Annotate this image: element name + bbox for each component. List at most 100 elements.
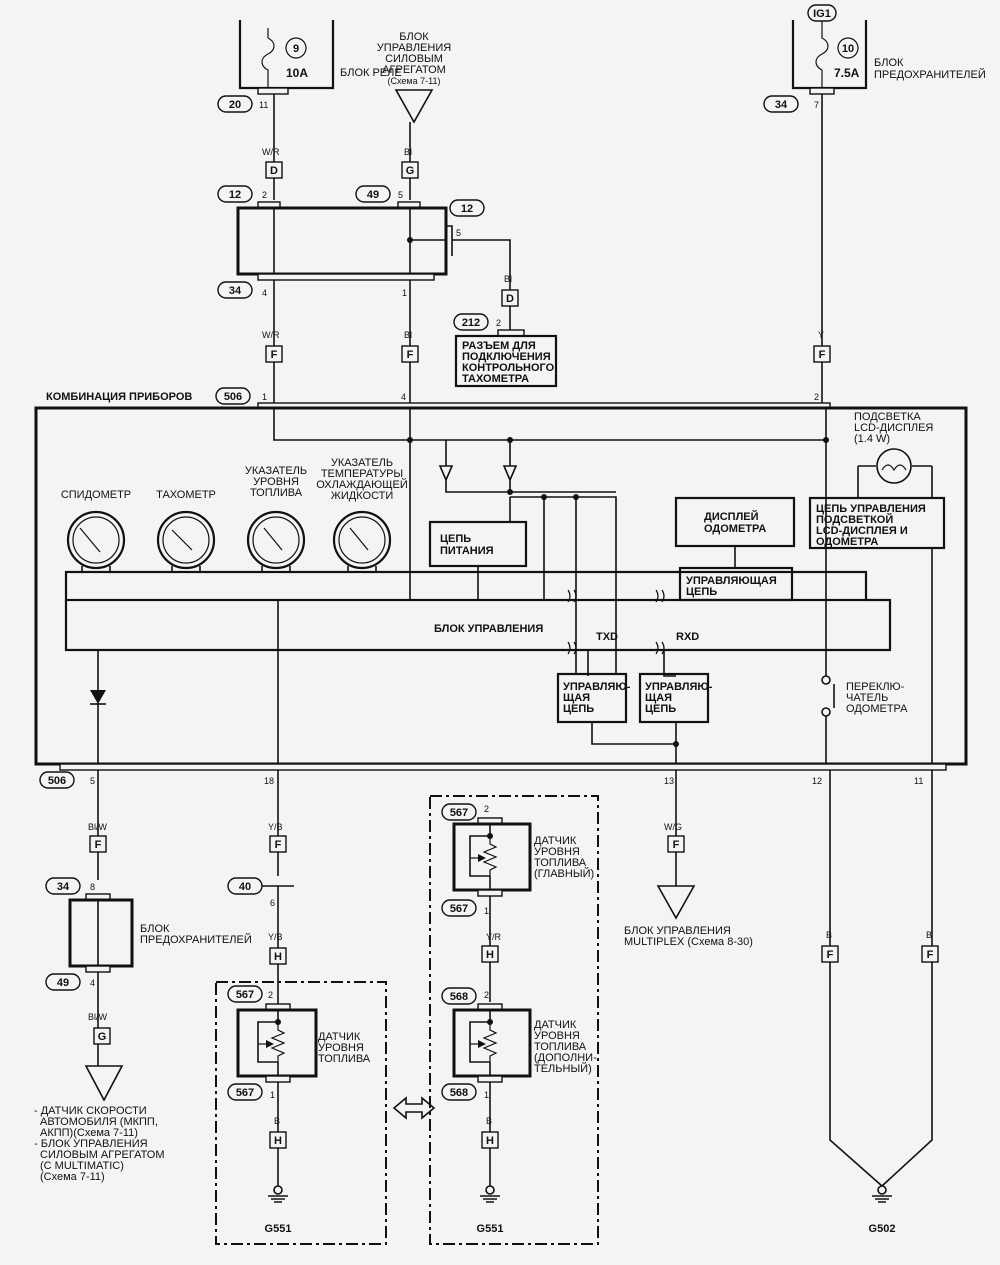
connector-number: 20 (229, 99, 241, 111)
connector-number: 567 (450, 807, 468, 819)
connector-number: 506 (224, 391, 242, 403)
pin-number: 2 (484, 804, 489, 814)
ground-label: G551 (477, 1223, 504, 1235)
pin-number: 4 (401, 392, 406, 402)
pin-number: 4 (90, 978, 95, 988)
connector-letter: F (275, 839, 282, 851)
ground-label: G551 (265, 1223, 292, 1235)
connector-number: 506 (48, 775, 66, 787)
gauge-tachometer: ТАХОМЕТР (156, 489, 216, 572)
wire-color: B (486, 1116, 492, 1126)
pin-number: 2 (814, 392, 819, 402)
connector-letter: H (486, 1135, 494, 1147)
pin-number: 1 (484, 1090, 489, 1100)
connector-letter: F (827, 949, 834, 961)
wire-color: B (826, 930, 832, 940)
wire-color: Bl (404, 147, 412, 157)
connector-number: 49 (367, 189, 379, 201)
connector-letter: F (673, 839, 680, 851)
gauge-label: ТАХОМЕТР (156, 489, 216, 501)
connector-letter: F (927, 949, 934, 961)
pin-number: 2 (484, 990, 489, 1000)
connector-number: 212 (462, 317, 480, 329)
connector-number: 567 (450, 903, 468, 915)
connector-letter: D (270, 165, 278, 177)
connector-letter: D (506, 293, 514, 305)
relay-box-label: БЛОК РЕЛЕ (340, 67, 402, 79)
fuse-rating: 7.5A (834, 66, 860, 80)
vss-reference-triangle (84, 1065, 124, 1102)
connector-letter: F (271, 349, 278, 361)
ground-icon (273, 1185, 283, 1195)
vss-note: - ДАТЧИК СКОРОСТИ АВТОМОБИЛЯ (МКПП, АКПП… (34, 1105, 168, 1183)
alternative-arrow-icon (392, 1096, 436, 1120)
pin-number: 5 (398, 190, 403, 200)
pin-number: 5 (90, 776, 95, 786)
pin-number: 5 (456, 228, 461, 238)
connector-letter: F (407, 349, 414, 361)
connector-number: 12 (461, 203, 473, 215)
wire-color: Y/R (486, 932, 502, 942)
pin-number: 12 (812, 776, 822, 786)
rxd-label: RXD (676, 631, 699, 643)
wire-color: Y/B (268, 822, 283, 832)
pin-number: 1 (262, 392, 267, 402)
connector-badge (217, 95, 253, 113)
pin-number: 4 (262, 288, 267, 298)
connector-letter: G (98, 1031, 107, 1043)
relay-box-fuse: 9 10A БЛОК РЕЛЕ 20 11 (217, 20, 402, 113)
pin-number: 2 (496, 318, 501, 328)
control-unit-bar: БЛОК УПРАВЛЕНИЯ (64, 440, 892, 655)
instrument-cluster: КОМБИНАЦИЯ ПРИБОРОВ 506 1 4 2 СПИДОМЕТР (34, 387, 968, 789)
ig1-label: IG1 (813, 8, 831, 20)
connector-letter: F (95, 839, 102, 851)
pin-number: 6 (270, 898, 275, 908)
wire-color: Bl (504, 274, 512, 284)
wire-color: B (926, 930, 932, 940)
connector-number: 34 (57, 881, 70, 893)
connector-number: 568 (450, 1087, 468, 1099)
pin-number: 1 (402, 288, 407, 298)
cluster-title: КОМБИНАЦИЯ ПРИБОРОВ (46, 391, 192, 403)
wire-color: Bl (404, 330, 412, 340)
connector-letter: H (486, 949, 494, 961)
txd-label: TXD (596, 631, 618, 643)
connector-number: 40 (239, 881, 251, 893)
connector-number: 568 (450, 991, 468, 1003)
pin-number: 8 (90, 882, 95, 892)
pin-number: 7 (814, 100, 819, 110)
pcm-ref: (Схема 7-11) (388, 76, 441, 86)
wire-color: Y/B (268, 932, 283, 942)
wire-color: B (274, 1116, 280, 1126)
pin-number: 11 (259, 100, 268, 110)
connector-number: 567 (236, 1087, 254, 1099)
wire-color: Bl/W (88, 1012, 108, 1022)
fuse-number: 10 (842, 43, 854, 55)
wire-color: W/G (664, 822, 682, 832)
ground-icon (485, 1185, 495, 1195)
